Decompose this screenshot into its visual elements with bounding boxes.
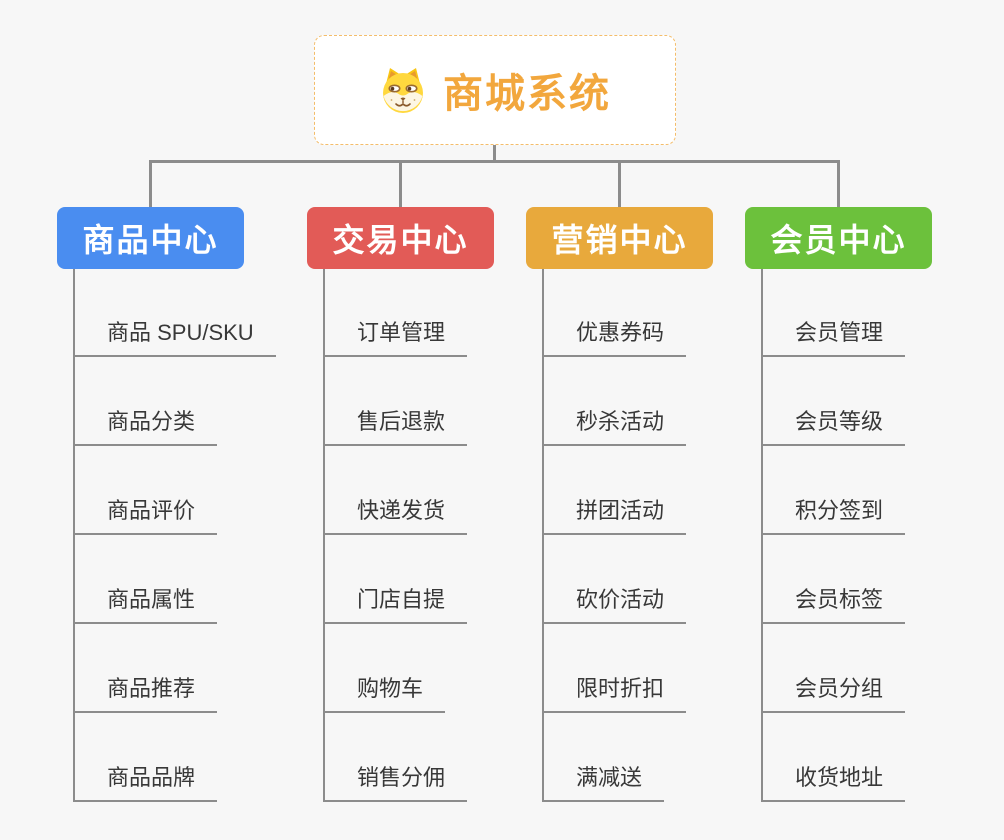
connector-drop-product (149, 160, 152, 207)
leaf-node[interactable]: 拼团活动 (542, 495, 687, 535)
leaf-node[interactable]: 收货地址 (761, 762, 906, 802)
leaf-node[interactable]: 秒杀活动 (542, 406, 687, 446)
category-node-member-center[interactable]: 会员中心 (745, 207, 932, 269)
leaf-node[interactable]: 快递发货 (323, 495, 468, 535)
branch-trade-center: 交易中心 订单管理 售后退款 快递发货 门店自提 购物车 销售分佣 (307, 207, 494, 807)
category-node-trade-center[interactable]: 交易中心 (307, 207, 494, 269)
connector-trunk (761, 269, 763, 802)
connector-trunk (323, 269, 325, 802)
leaf-node[interactable]: 购物车 (323, 673, 446, 713)
branch-member-center: 会员中心 会员管理 会员等级 积分签到 会员标签 会员分组 收货地址 (745, 207, 932, 807)
leaf-node[interactable]: 商品属性 (73, 584, 218, 624)
connector-root-stub (493, 145, 496, 162)
root-label: 商城系统 (443, 72, 611, 116)
connector-drop-member (837, 160, 840, 207)
leaf-node[interactable]: 商品分类 (73, 406, 218, 446)
connector-trunk (73, 269, 75, 802)
leaf-node[interactable]: 会员标签 (761, 584, 906, 624)
leaf-node[interactable]: 会员分组 (761, 673, 906, 713)
leaf-node[interactable]: 门店自提 (323, 584, 468, 624)
root-node[interactable]: 商城系统 (314, 35, 676, 145)
leaf-node[interactable]: 商品推荐 (73, 673, 218, 713)
leaf-node[interactable]: 商品评价 (73, 495, 218, 535)
connector-bus (149, 160, 840, 163)
leaf-node[interactable]: 积分签到 (761, 495, 906, 535)
leaf-node[interactable]: 砍价活动 (542, 584, 687, 624)
category-node-marketing-center[interactable]: 营销中心 (526, 207, 713, 269)
leaf-node[interactable]: 订单管理 (323, 317, 468, 357)
leaf-node[interactable]: 售后退款 (323, 406, 468, 446)
leaf-node[interactable]: 商品品牌 (73, 762, 218, 802)
dog-icon (383, 68, 423, 113)
leaf-node[interactable]: 限时折扣 (542, 673, 687, 713)
leaf-node[interactable]: 满减送 (542, 762, 665, 802)
connector-drop-trade (399, 160, 402, 207)
leaf-node[interactable]: 会员等级 (761, 406, 906, 446)
connector-trunk (542, 269, 544, 802)
branch-product-center: 商品中心 商品 SPU/SKU 商品分类 商品评价 商品属性 商品推荐 商品品牌 (57, 207, 276, 807)
leaf-node[interactable]: 会员管理 (761, 317, 906, 357)
branch-marketing-center: 营销中心 优惠券码 秒杀活动 拼团活动 砍价活动 限时折扣 满减送 (526, 207, 713, 807)
leaf-node[interactable]: 优惠券码 (542, 317, 687, 357)
leaf-node[interactable]: 销售分佣 (323, 762, 468, 802)
leaf-node[interactable]: 商品 SPU/SKU (73, 317, 276, 357)
category-node-product-center[interactable]: 商品中心 (57, 207, 244, 269)
connector-drop-marketing (618, 160, 621, 207)
